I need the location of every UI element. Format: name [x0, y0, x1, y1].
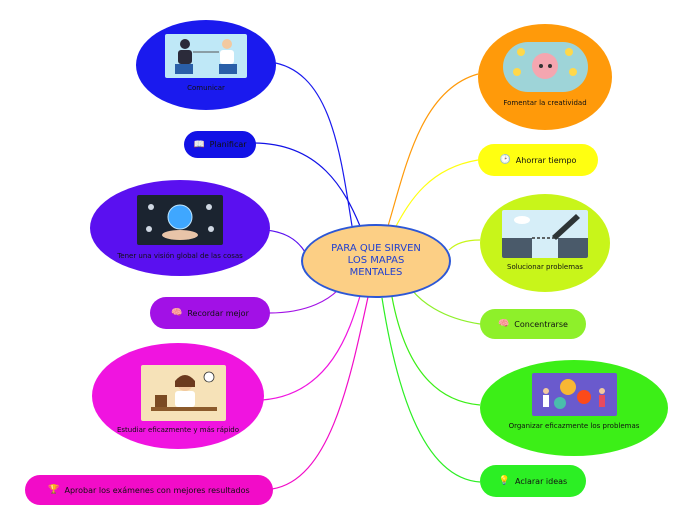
- student-studying-image: [141, 365, 226, 421]
- node-aclarar[interactable]: 💡 Aclarar ideas: [480, 465, 586, 497]
- node-creatividad-label: Fomentar la creatividad: [503, 99, 587, 107]
- clock-icon: 🕑: [499, 155, 511, 165]
- node-planificar[interactable]: 📖 Planificar: [184, 131, 256, 158]
- brain-lightbulbs-image: [503, 42, 588, 92]
- node-problemas-label: Solucionar problemas: [507, 263, 583, 271]
- node-aprobar[interactable]: 🏆 Aprobar los exámenes con mejores resul…: [25, 475, 273, 505]
- link-tiempo: [394, 159, 479, 229]
- two-businessmen-talking-image: [165, 34, 247, 78]
- link-planificar: [252, 142, 361, 227]
- brain-icon: 🧠: [498, 319, 510, 329]
- link-vision: [264, 229, 306, 253]
- link-concentrarse: [411, 289, 481, 325]
- trophy-icon: 🏆: [48, 485, 60, 495]
- link-estudiar: [261, 295, 361, 401]
- node-aprobar-label: Aprobar los exámenes con mejores resulta…: [64, 485, 250, 495]
- lightbulb-icon: 💡: [498, 476, 511, 486]
- book-icon: 📖: [193, 139, 205, 150]
- node-planificar-label: Planificar: [209, 140, 247, 149]
- link-recordar: [268, 289, 339, 314]
- brain-icon: 🧠: [171, 308, 183, 318]
- node-tiempo[interactable]: 🕑 Ahorrar tiempo: [478, 144, 598, 176]
- node-estudiar-label: Estudiar eficazmente y más rápido: [116, 426, 240, 434]
- node-aclarar-label: Aclarar ideas: [515, 476, 568, 486]
- node-recordar[interactable]: 🧠 Recordar mejor: [150, 297, 270, 329]
- link-creatividad: [387, 73, 479, 227]
- globe-technology-image: [137, 195, 223, 245]
- node-comunicar-label: Comunicar: [187, 84, 225, 92]
- pencil-bridge-gap-image: [502, 210, 588, 258]
- link-aprobar: [271, 296, 369, 490]
- team-gears-image: [532, 373, 617, 416]
- node-vision-label: Tener una visión global de las cosas: [117, 252, 243, 260]
- link-aclarar: [381, 297, 481, 483]
- link-problemas: [448, 239, 481, 251]
- node-recordar-label: Recordar mejor: [187, 308, 249, 318]
- central-topic-label: PARA QUE SIRVEN LOS MAPAS MENTALES: [331, 243, 421, 278]
- link-organizar: [391, 296, 481, 406]
- node-tiempo-label: Ahorrar tiempo: [515, 155, 577, 165]
- node-organizar-label: Organizar eficazmente los problemas: [508, 422, 640, 430]
- link-comunicar: [269, 61, 353, 227]
- central-topic[interactable]: PARA QUE SIRVEN LOS MAPAS MENTALES: [301, 224, 451, 298]
- node-concentrarse-label: Concentrarse: [514, 319, 568, 329]
- node-concentrarse[interactable]: 🧠 Concentrarse: [480, 309, 586, 339]
